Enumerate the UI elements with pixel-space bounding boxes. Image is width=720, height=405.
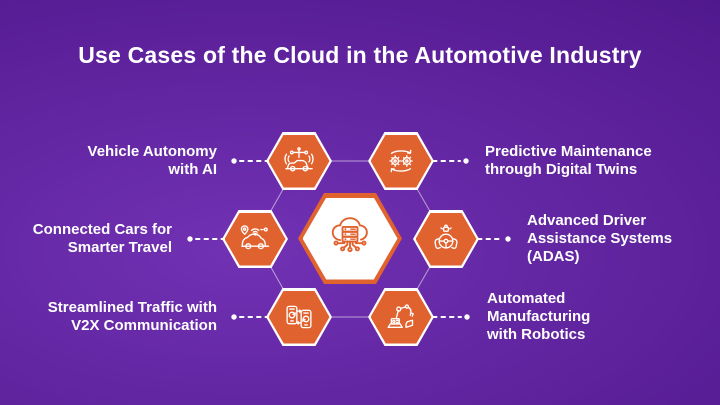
hexagon-predictive-maintenance bbox=[368, 132, 434, 190]
connector-dot bbox=[505, 236, 511, 242]
connector-dot bbox=[231, 314, 237, 320]
steering-wheel-hands-icon bbox=[434, 224, 458, 249]
hexagon-cloud-center bbox=[298, 193, 402, 284]
connector-dot bbox=[464, 314, 470, 320]
label-predictive-maintenance: Predictive Maintenance through Digital T… bbox=[485, 143, 652, 178]
connector-dot bbox=[463, 158, 469, 164]
robot-arm-icon bbox=[387, 304, 414, 329]
phones-v2x-icon bbox=[286, 305, 312, 329]
label-adas: Advanced Driver Assistance Systems (ADAS… bbox=[527, 212, 673, 265]
hexagon-vehicle-autonomy bbox=[266, 132, 332, 190]
gears-sync-icon bbox=[389, 149, 413, 173]
connector-dot bbox=[231, 158, 237, 164]
label-automated-manufacturing: Automated Manufacturing with Robotics bbox=[487, 290, 591, 343]
label-vehicle-autonomy: Vehicle Autonomy with AI bbox=[87, 143, 217, 178]
label-streamlined-traffic: Streamlined Traffic with V2X Communicati… bbox=[47, 299, 217, 334]
connected-car-icon bbox=[240, 225, 270, 250]
label-connected-cars: Connected Cars for Smarter Travel bbox=[32, 221, 172, 256]
autonomous-car-icon bbox=[284, 147, 314, 172]
page-title: Use Cases of the Cloud in the Automotive… bbox=[78, 42, 642, 68]
connector-dot bbox=[187, 236, 193, 242]
cloud-server-icon bbox=[331, 216, 368, 252]
